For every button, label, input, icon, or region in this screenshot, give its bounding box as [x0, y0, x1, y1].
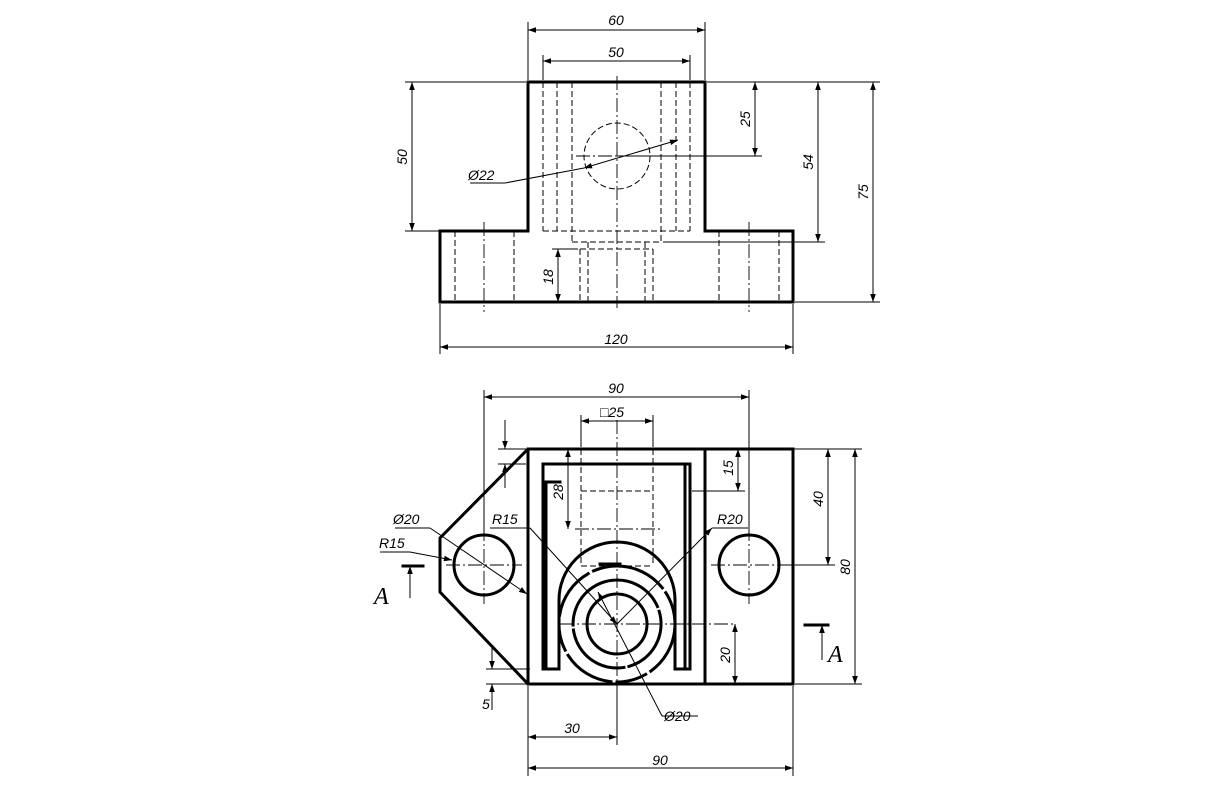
dim-label: 75: [855, 184, 871, 200]
dim-front-75: 75: [795, 81, 880, 303]
dim-top-30: 30: [527, 686, 618, 745]
dim-label: 50: [608, 44, 624, 60]
dim-top-r20: R20: [616, 511, 748, 625]
section-label-left: A: [372, 584, 389, 610]
dim-top-20: 20: [692, 624, 742, 685]
dim-label: 18: [540, 269, 556, 285]
dim-label: 90: [652, 752, 668, 768]
dim-label: R15: [492, 511, 518, 527]
dim-top-r15-slot: R15: [490, 511, 618, 625]
section-label-right: A: [826, 642, 843, 668]
dim-label: Ø22: [467, 167, 495, 183]
dim-top-dia20-center: Ø20: [597, 591, 698, 724]
dim-label: R20: [717, 511, 743, 527]
dim-front-120: 120: [439, 304, 794, 354]
dim-top-15: 15: [692, 448, 795, 492]
u-slot-inner-right: [572, 462, 687, 671]
dim-label: 5: [482, 696, 490, 712]
dim-label: 25: [737, 111, 753, 128]
dim-label: 90: [608, 380, 624, 396]
r20-arc: [557, 564, 677, 684]
front-center-lines: [483, 76, 750, 312]
dim-front-dia22: Ø22: [467, 139, 679, 184]
dim-top-40: 40: [779, 448, 835, 566]
dim-label: Ø20: [392, 511, 420, 527]
top-center-lines: [446, 420, 787, 700]
dim-label: 80: [837, 559, 853, 575]
dim-label: 30: [564, 720, 580, 736]
dim-label: 60: [608, 12, 624, 28]
dim-label: R15: [379, 535, 405, 551]
dim-label: 120: [604, 331, 628, 347]
dim-top-square25: □25: [580, 404, 654, 447]
dim-front-18: 18: [540, 248, 578, 302]
section-marker-left: A: [372, 564, 425, 610]
dim-top-r15-ear: R15: [379, 535, 453, 562]
dim-label: 54: [800, 154, 816, 170]
dim-front-50-left: 50: [394, 81, 526, 232]
dim-front-60: 60: [527, 12, 706, 80]
dim-label: 40: [810, 491, 826, 507]
dim-top-80: 80: [795, 448, 862, 685]
dim-top-90-lower: 90: [527, 686, 794, 776]
dim-label: 15: [720, 460, 736, 476]
dim-label: □25: [600, 404, 624, 420]
top-view: 90 □25 15 28 40: [372, 380, 862, 776]
dim-top-90-upper: 90: [483, 380, 750, 535]
dim-label: 50: [394, 149, 410, 165]
dim-front-54: 54: [663, 81, 825, 243]
dim-top-dia20-left: Ø20: [392, 511, 528, 595]
dim-label: 20: [717, 647, 733, 664]
section-marker-right: A: [803, 623, 843, 668]
front-view: 60 50 50 25 54: [394, 12, 880, 354]
dim-front-50-bore: 50: [542, 44, 691, 80]
dim-top-5-lower: 5: [482, 645, 530, 712]
dim-label: 28: [550, 484, 566, 501]
dim-top-28: 28: [550, 449, 571, 529]
u-slot-inner: [544, 480, 562, 671]
u-slot-outer: [541, 462, 692, 671]
dim-label: Ø20: [663, 708, 691, 724]
dim-top-5-upper: [498, 420, 526, 488]
